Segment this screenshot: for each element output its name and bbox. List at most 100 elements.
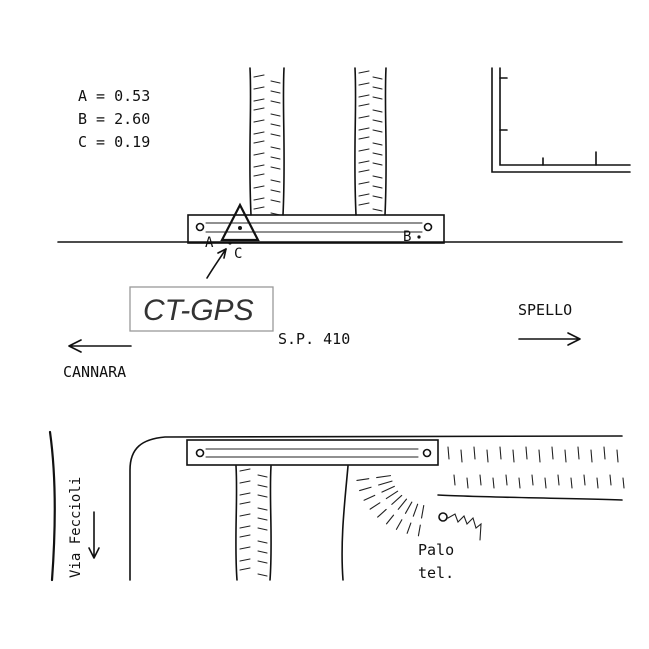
hatch-stroke <box>358 169 370 173</box>
marker-c: C <box>234 246 242 262</box>
hatch-stroke <box>270 100 281 104</box>
hatch-stroke <box>466 477 469 489</box>
pole-label-line1: Palo <box>418 541 454 559</box>
hatch-stroke <box>447 446 450 460</box>
hatch-stroke <box>257 517 268 521</box>
hatch-stroke <box>239 558 251 562</box>
hatch-stroke <box>257 484 268 488</box>
hatch-stroke <box>453 474 456 486</box>
hatch-stroke <box>603 446 606 460</box>
hatch-stroke <box>358 202 370 206</box>
hatch-stroke <box>358 94 370 98</box>
hatch-stroke <box>253 206 265 210</box>
hatch-stroke <box>397 498 408 510</box>
hatch-stroke <box>270 80 281 84</box>
hatch-stroke <box>385 490 399 500</box>
bank-lower-right <box>356 446 625 537</box>
hatch-stroke <box>564 449 567 463</box>
hatch-stroke <box>253 185 265 189</box>
hatch-stroke <box>257 550 268 554</box>
hatch-stroke <box>257 474 268 478</box>
hatch-stroke <box>616 449 619 463</box>
hatch-stroke <box>372 175 383 179</box>
hatch-stroke <box>372 208 383 212</box>
culvert-upper <box>187 214 445 244</box>
hatch-stroke <box>372 162 383 166</box>
gps-pointer-arrow <box>206 248 227 279</box>
hatch-stroke <box>239 546 251 550</box>
hatch-stroke <box>257 494 268 498</box>
hatch-stroke <box>518 477 521 489</box>
telephone-pole-icon <box>438 512 482 541</box>
road-edge-lower <box>129 435 623 581</box>
hatch-stroke <box>583 474 586 486</box>
arrow-left-icon <box>68 339 132 353</box>
marker-b: B <box>403 229 411 245</box>
hatch-stroke <box>590 449 593 463</box>
hatch-stroke <box>363 494 376 501</box>
hatch-stroke <box>253 119 265 123</box>
hatch-stroke <box>512 449 515 463</box>
hatch-stroke <box>372 152 383 156</box>
hatch-stroke <box>356 478 370 481</box>
hatch-stroke <box>253 164 265 168</box>
hatch-stroke <box>544 477 547 489</box>
hatch-stroke <box>391 494 403 505</box>
direction-cannara: CANNARA <box>63 363 126 381</box>
hatch-stroke <box>239 525 251 529</box>
hatch-stroke <box>270 156 281 160</box>
pole-label-line2: tel. <box>418 564 454 582</box>
hatch-stroke <box>257 540 268 544</box>
hatch-stroke <box>358 160 370 164</box>
building-corner <box>491 67 631 173</box>
hatch-stroke <box>239 492 251 496</box>
street-label: Via Feccioli <box>68 477 84 578</box>
via-feccioli-edge <box>48 430 56 582</box>
hatch-stroke <box>372 96 383 100</box>
hatch-stroke <box>538 449 541 463</box>
hatch-stroke <box>253 140 265 144</box>
hatch-stroke <box>421 505 425 519</box>
direction-spello: SPELLO <box>518 301 572 319</box>
hatch-stroke <box>270 146 281 150</box>
hatch-stroke <box>239 567 251 571</box>
arrow-down-icon <box>88 511 100 559</box>
hatch-stroke <box>473 446 476 460</box>
hatch-stroke <box>622 477 625 489</box>
hatch-stroke <box>499 446 502 460</box>
hatch-stroke <box>406 522 412 534</box>
hatch-stroke <box>239 513 251 517</box>
hatch-stroke <box>404 501 413 514</box>
hatch-stroke <box>378 480 393 486</box>
ditch-left-lower <box>235 465 272 581</box>
hatch-stroke <box>369 502 381 510</box>
hatch-stroke <box>385 514 395 525</box>
hatch-stroke <box>609 474 612 486</box>
hatch-stroke <box>253 107 265 111</box>
value-a: A = 0.53 <box>78 87 150 105</box>
ditch-edge-lower-middle <box>341 465 349 581</box>
hatch-stroke <box>358 181 370 185</box>
benchmark-triangle <box>220 202 260 242</box>
arrow-right-icon <box>518 332 581 346</box>
hatch-stroke <box>376 475 392 479</box>
hatch-stroke <box>253 98 265 102</box>
hatch-stroke <box>381 485 395 493</box>
hatch-stroke <box>253 173 265 177</box>
hatch-stroke <box>253 86 265 90</box>
ditch-left-upper <box>249 67 285 216</box>
hatch-stroke <box>505 474 508 486</box>
hatch-stroke <box>253 152 265 156</box>
hatch-stroke <box>358 136 370 140</box>
hatch-stroke <box>372 119 383 123</box>
hatch-stroke <box>239 501 251 505</box>
hatch-stroke <box>557 474 560 486</box>
hatch-stroke <box>377 508 387 518</box>
road-label: S.P. 410 <box>278 330 350 348</box>
hatch-stroke <box>417 524 421 537</box>
hatch-stroke <box>486 449 489 463</box>
hatch-stroke <box>270 189 281 193</box>
hatch-stroke <box>358 148 370 152</box>
hatch-stroke <box>492 477 495 489</box>
